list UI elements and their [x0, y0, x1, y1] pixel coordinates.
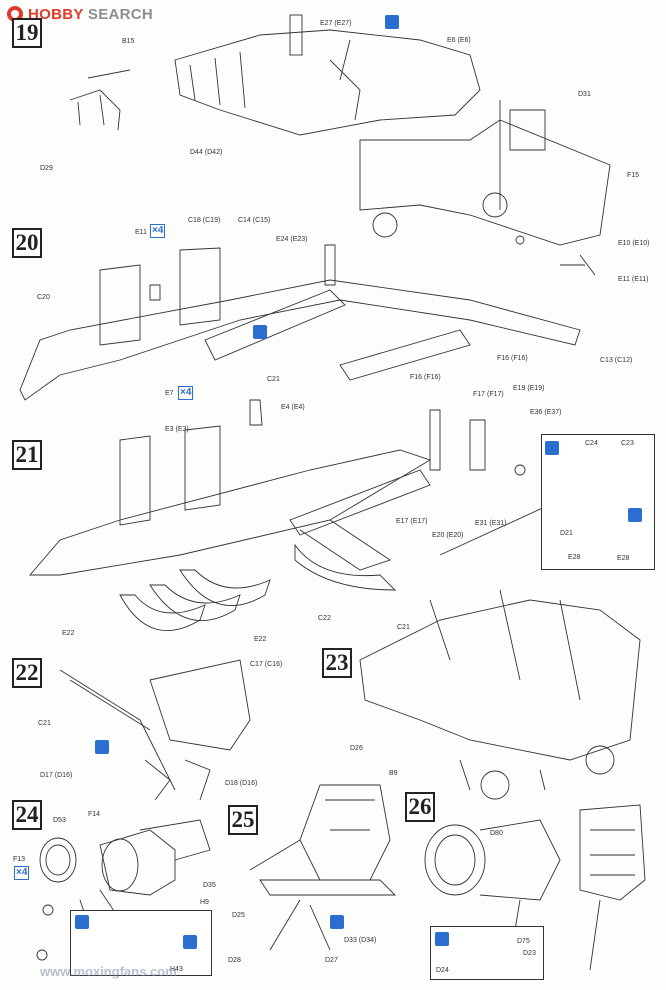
part-label: D44 (D42): [190, 149, 223, 156]
part-label: E11: [135, 229, 147, 236]
part-label: E31 (E31): [475, 520, 507, 527]
part-label: F14: [88, 811, 101, 818]
part-label: D23: [523, 950, 536, 957]
part-label: D28: [228, 957, 241, 964]
part-label: C17 (C16): [250, 661, 283, 668]
part-label: E4 (E4): [281, 404, 305, 411]
multiplier-badge: ×4: [150, 224, 166, 238]
part-label: C24: [585, 440, 598, 447]
part-label: B9: [389, 770, 398, 777]
paint-brush-icon: [75, 915, 89, 929]
part-label: E10 (E10): [618, 240, 650, 247]
part-label: D17 (D16): [40, 772, 73, 779]
part-label: E28: [568, 554, 581, 561]
part-label: F16 (F16): [497, 355, 528, 362]
part-label: E19 (E19): [513, 385, 545, 392]
part-label: E17 (E17): [396, 518, 428, 525]
brand-word2: SEARCH: [87, 5, 154, 23]
step-24-number: 24: [12, 800, 42, 830]
cement-icon: [628, 508, 642, 522]
brand-word1: OBBY: [39, 5, 84, 23]
part-label: D35: [203, 882, 216, 889]
part-label: C20: [37, 294, 50, 301]
part-label: C22: [318, 615, 331, 622]
part-label: D31: [578, 91, 591, 98]
part-label: E27 (E27): [320, 20, 352, 27]
part-label: D18 (D16): [225, 780, 258, 787]
step-21-detail-inset: [541, 434, 655, 570]
part-label: B15: [122, 38, 135, 45]
part-label: E28: [617, 555, 630, 562]
part-label: C23: [621, 440, 634, 447]
part-label: C21: [267, 376, 280, 383]
part-label: E22: [254, 636, 267, 643]
part-label: F17 (F17): [473, 391, 504, 398]
step-19-number: 19: [12, 18, 42, 48]
part-label: E11 (E11): [618, 276, 649, 283]
paint-brush-icon: [545, 441, 559, 455]
part-label: D25: [232, 912, 245, 919]
part-label: D53: [53, 817, 66, 824]
part-label: E36 (E37): [530, 409, 562, 416]
part-label: C13 (C12): [600, 357, 633, 364]
part-label: E24 (E23): [276, 236, 308, 243]
cement-icon: [183, 935, 197, 949]
step-21-number: 21: [12, 440, 42, 470]
part-label: F15: [627, 172, 640, 179]
part-label: D27: [325, 957, 338, 964]
paint-brush-icon: [435, 932, 449, 946]
part-label: E22: [62, 630, 75, 637]
part-label: E3 (E3): [165, 426, 189, 433]
step-25-number: 25: [228, 805, 258, 835]
part-label: C21: [38, 720, 51, 727]
part-label: F16 (F16): [410, 374, 441, 381]
part-label: D75: [517, 938, 530, 945]
cement-icon: [385, 15, 399, 29]
part-label: D29: [40, 165, 53, 172]
step-23-number: 23: [322, 648, 352, 678]
part-label: D80: [490, 830, 503, 837]
hobby-search-logo: HOBBY SEARCH: [6, 3, 153, 25]
cement-icon: [330, 915, 344, 929]
part-label: E7: [165, 390, 174, 397]
part-label: F13: [13, 856, 26, 863]
step-26-number: 26: [405, 792, 435, 822]
step-20-number: 20: [12, 228, 42, 258]
part-label: C18 (C19): [188, 217, 221, 224]
cement-icon: [95, 740, 109, 754]
part-label: D33 (D34): [344, 937, 377, 944]
part-label: D26: [350, 745, 363, 752]
part-label: C21: [397, 624, 410, 631]
watermark: www.moxingfans.com: [40, 964, 177, 979]
multiplier-badge: ×4: [178, 386, 194, 400]
part-label: H9: [200, 899, 209, 906]
part-label: E6 (E6): [447, 37, 471, 44]
part-label: H43: [170, 966, 183, 973]
part-label: D21: [560, 530, 573, 537]
part-label: E20 (E20): [432, 532, 464, 539]
brand-prefix: H: [28, 5, 40, 23]
part-label: D24: [436, 967, 449, 974]
cement-icon: [253, 325, 267, 339]
part-label: C14 (C15): [238, 217, 271, 224]
step-22-number: 22: [12, 658, 42, 688]
step-26-detail-inset: [430, 926, 544, 980]
multiplier-badge: ×4: [14, 866, 30, 880]
